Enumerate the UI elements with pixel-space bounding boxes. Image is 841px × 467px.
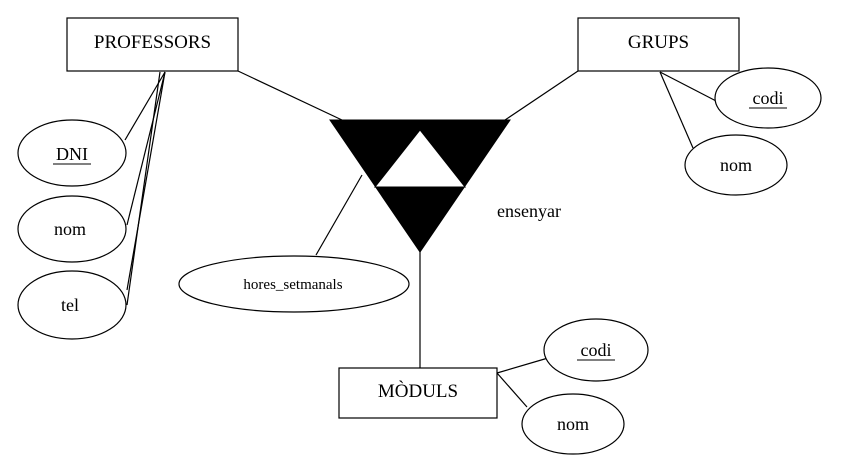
attr-professors-nom: nom	[17, 195, 127, 263]
attr-professors-dni-ellipse	[17, 119, 127, 187]
line-grups-nom	[659, 71, 694, 149]
attr-relationship-hores-ellipse	[178, 255, 410, 313]
relationship-ensenyar	[329, 119, 511, 253]
entity-grups-label: GRUPS	[628, 32, 689, 53]
attr-relationship-hores: hores_setmanals	[178, 255, 410, 313]
line-professors-tel	[126, 71, 166, 291]
entity-moduls-box	[338, 367, 498, 419]
attr-professors-tel-ellipse	[17, 270, 127, 340]
attr-grups-codi: codi	[714, 67, 822, 129]
attr-moduls-codi: codi	[543, 318, 649, 382]
entity-professors-label: PROFESSORS	[94, 32, 211, 53]
attr-grups-nom: nom	[684, 134, 788, 196]
attr-professors-nom-ellipse	[17, 195, 127, 263]
entity-professors: PROFESSORS	[66, 17, 239, 72]
entity-grups: GRUPS	[577, 17, 740, 72]
attr-grups-codi-label: codi	[753, 88, 784, 108]
attr-relationship-hores-label: hores_setmanals	[243, 277, 342, 293]
connectors	[124, 70, 721, 408]
attr-grups-nom-ellipse	[684, 134, 788, 196]
relationship-label: ensenyar	[497, 201, 561, 221]
line-professors-tel-2	[126, 71, 161, 306]
attr-grups-codi-ellipse	[714, 67, 822, 129]
attr-professors-nom-label: nom	[54, 219, 86, 239]
entity-moduls-label: MÒDULS	[378, 380, 458, 402]
relationship-inner-triangle	[373, 129, 467, 188]
attr-moduls-nom-ellipse	[521, 393, 625, 455]
attr-moduls-codi-label: codi	[581, 340, 612, 360]
attr-professors-dni: DNI	[17, 119, 127, 187]
entity-professors-box	[66, 17, 239, 72]
attr-professors-tel-label: tel	[61, 295, 79, 315]
line-moduls-codi	[496, 357, 549, 374]
line-moduls-nom	[496, 372, 528, 408]
attr-moduls-nom: nom	[521, 393, 625, 455]
line-professors-nom	[126, 71, 166, 226]
line-relationship-hores	[315, 174, 363, 256]
attr-moduls-nom-label: nom	[557, 414, 589, 434]
line-professors-relationship	[237, 70, 343, 121]
attr-moduls-codi-ellipse	[543, 318, 649, 382]
line-grups-relationship	[504, 70, 579, 121]
line-grups-codi	[659, 71, 721, 104]
entity-moduls: MÒDULS	[338, 367, 498, 419]
attr-grups-nom-label: nom	[720, 155, 752, 175]
entity-grups-box	[577, 17, 740, 72]
attr-professors-dni-label: DNI	[56, 144, 88, 164]
attr-professors-tel: tel	[17, 270, 127, 340]
